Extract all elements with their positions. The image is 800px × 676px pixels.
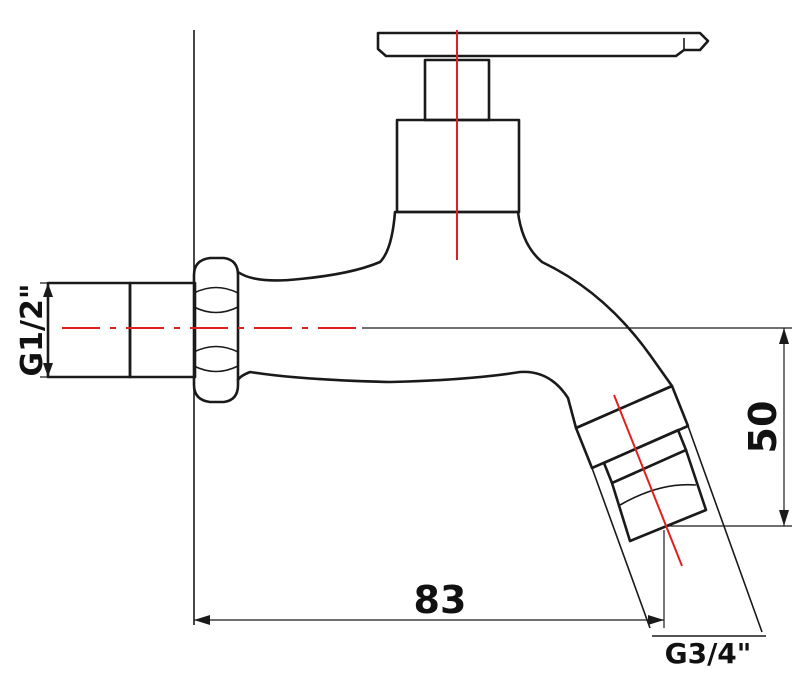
height-dim-arrow-bottom: [779, 510, 789, 526]
inlet-dim-arrow-bottom: [43, 363, 53, 377]
inlet-thread-collar: [128, 281, 197, 379]
height-dim-label: 50: [741, 401, 785, 454]
outlet-thread-label: G3/4": [665, 637, 752, 670]
inlet-thread-label: G1/2": [15, 284, 50, 377]
width-dim-arrow-left: [194, 615, 210, 625]
outlet-nozzle-tip: [610, 448, 708, 543]
inlet-thread-pipe: [46, 281, 132, 379]
hex-nut-facets: [193, 286, 239, 373]
inlet-dim-arrow-top: [43, 283, 53, 297]
outlet-centerline: [613, 394, 683, 567]
handle-lever: [376, 31, 710, 58]
width-dim-arrow-right: [648, 615, 664, 625]
height-dim-arrow-top: [779, 328, 789, 344]
hex-nut: [192, 256, 240, 404]
spout-body: [236, 210, 674, 430]
outlet-thread-sleeve: [591, 425, 766, 637]
width-dim-label: 83: [414, 578, 467, 622]
